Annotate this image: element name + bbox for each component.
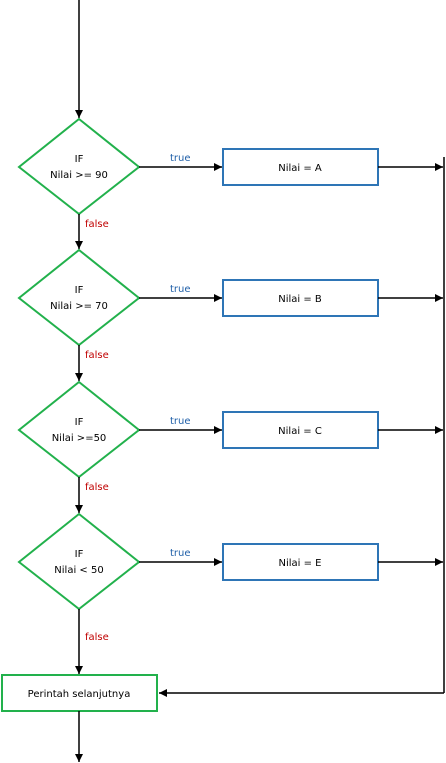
action-label: Nilai = E bbox=[279, 558, 322, 569]
true-label: true bbox=[170, 416, 191, 427]
decision-if-label: IF bbox=[75, 154, 84, 165]
true-label: true bbox=[170, 548, 191, 559]
decision-if-label: IF bbox=[75, 285, 84, 296]
decision-diamond bbox=[17, 512, 141, 611]
action-box bbox=[222, 543, 379, 581]
decision-diamond bbox=[17, 248, 141, 347]
action-label: Nilai = B bbox=[278, 294, 322, 305]
decision-condition: Nilai >= 90 bbox=[50, 170, 108, 181]
decision-condition: Nilai >=50 bbox=[52, 433, 107, 444]
decision-3: IF Nilai >=50 true Nilai = C false bbox=[17, 380, 443, 513]
decision-condition: Nilai >= 70 bbox=[50, 301, 108, 312]
false-label: false bbox=[85, 482, 109, 493]
action-label: Nilai = A bbox=[278, 163, 322, 174]
decision-if-label: IF bbox=[75, 417, 84, 428]
false-label: false bbox=[85, 219, 109, 230]
decision-condition: Nilai < 50 bbox=[54, 565, 103, 576]
decision-if-label: IF bbox=[75, 549, 84, 560]
true-label: true bbox=[170, 153, 191, 164]
end-box-label: Perintah selanjutnya bbox=[28, 689, 131, 700]
decision-1: IF Nilai >= 90 true Nilai = A false bbox=[17, 117, 443, 249]
action-label: Nilai = C bbox=[278, 426, 322, 437]
decision-2: IF Nilai >= 70 true Nilai = B false bbox=[17, 248, 443, 381]
next-statement: Perintah selanjutnya bbox=[1, 674, 158, 712]
false-label: false bbox=[85, 350, 109, 361]
false-label: false bbox=[85, 632, 109, 643]
decision-4: IF Nilai < 50 true Nilai = E false bbox=[17, 512, 443, 674]
true-label: true bbox=[170, 284, 191, 295]
decision-diamond bbox=[17, 117, 141, 216]
decision-diamond bbox=[17, 380, 141, 479]
